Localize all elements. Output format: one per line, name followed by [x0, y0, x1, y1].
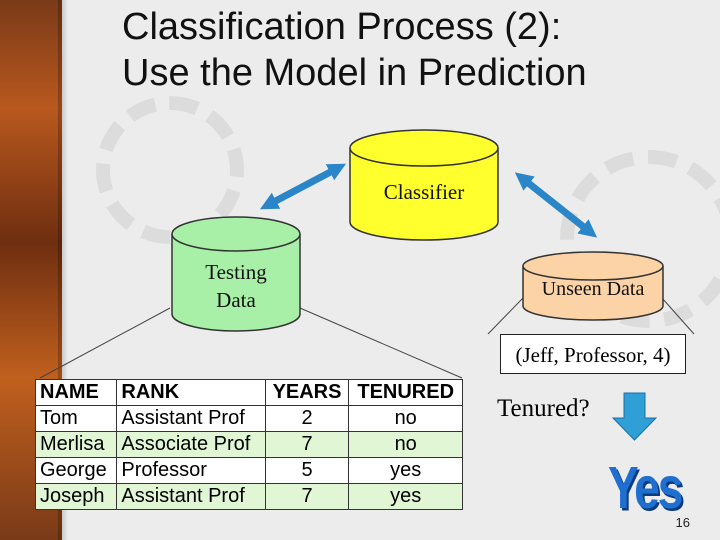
- table-cell: 7: [264, 483, 350, 510]
- table-cell: 2: [264, 405, 350, 432]
- decorative-sidebar: [0, 0, 68, 540]
- testing-data-label-line-2: Data: [216, 288, 256, 312]
- table-cell: 7: [264, 431, 350, 458]
- table-cell: Professor: [116, 457, 266, 484]
- column-header: YEARS: [264, 379, 350, 406]
- title-line-1: Classification Process (2):: [122, 6, 562, 48]
- column-header: RANK: [116, 379, 266, 406]
- testing-data-label: Testing Data: [172, 258, 300, 314]
- connector-line-right: [487, 297, 524, 335]
- table-cell: Associate Prof: [116, 431, 266, 458]
- table-cell: Assistant Prof: [116, 483, 266, 510]
- table-cell: yes: [348, 483, 463, 510]
- unseen-data-cylinder: [522, 251, 664, 321]
- down-arrow-icon: [611, 392, 658, 441]
- column-header: NAME: [34, 379, 118, 406]
- classifier-label: Classifier: [383, 180, 465, 204]
- table-cell: George: [34, 457, 118, 484]
- connector-line-right: [661, 297, 695, 335]
- title-line-2: Use the Model in Prediction: [122, 52, 587, 94]
- table-cell: 5: [264, 457, 350, 484]
- query-tuple-box: (Jeff, Professor, 4): [500, 334, 686, 374]
- unseen-data-label: Unseen Data: [541, 278, 645, 300]
- table-cell: Merlisa: [34, 431, 118, 458]
- column-header: TENURED: [348, 379, 463, 406]
- double-arrow-testing-classifier: [259, 163, 347, 210]
- connector-line-left: [39, 307, 171, 379]
- table-row: Joseph Assistant Prof 7 yes: [34, 483, 463, 510]
- classifier-cylinder: [349, 129, 499, 241]
- prediction-answer: Yes: [608, 453, 683, 521]
- table-row: Tom Assistant Prof 2 no: [34, 405, 463, 432]
- table-cell: Tom: [34, 405, 118, 432]
- table-row: George Professor 5 yes: [34, 457, 463, 484]
- testing-data-label-line-1: Testing: [205, 260, 267, 284]
- table-cell: no: [348, 405, 463, 432]
- testing-data-table: NAME RANK YEARS TENURED Tom Assistant Pr…: [34, 379, 463, 510]
- table-header-row: NAME RANK YEARS TENURED: [34, 379, 463, 406]
- page-number: 16: [675, 515, 690, 530]
- table-cell: Assistant Prof: [116, 405, 266, 432]
- slide-title: Classification Process (2): Use the Mode…: [122, 4, 702, 96]
- table-cell: Joseph: [34, 483, 118, 510]
- table-row: Merlisa Associate Prof 7 no: [34, 431, 463, 458]
- table-cell: no: [348, 431, 463, 458]
- testing-data-cylinder: [171, 216, 301, 332]
- table-cell: yes: [348, 457, 463, 484]
- double-arrow-classifier-unseen: [514, 172, 598, 238]
- connector-line-left: [299, 307, 463, 379]
- tenured-question: Tenured?: [497, 395, 590, 422]
